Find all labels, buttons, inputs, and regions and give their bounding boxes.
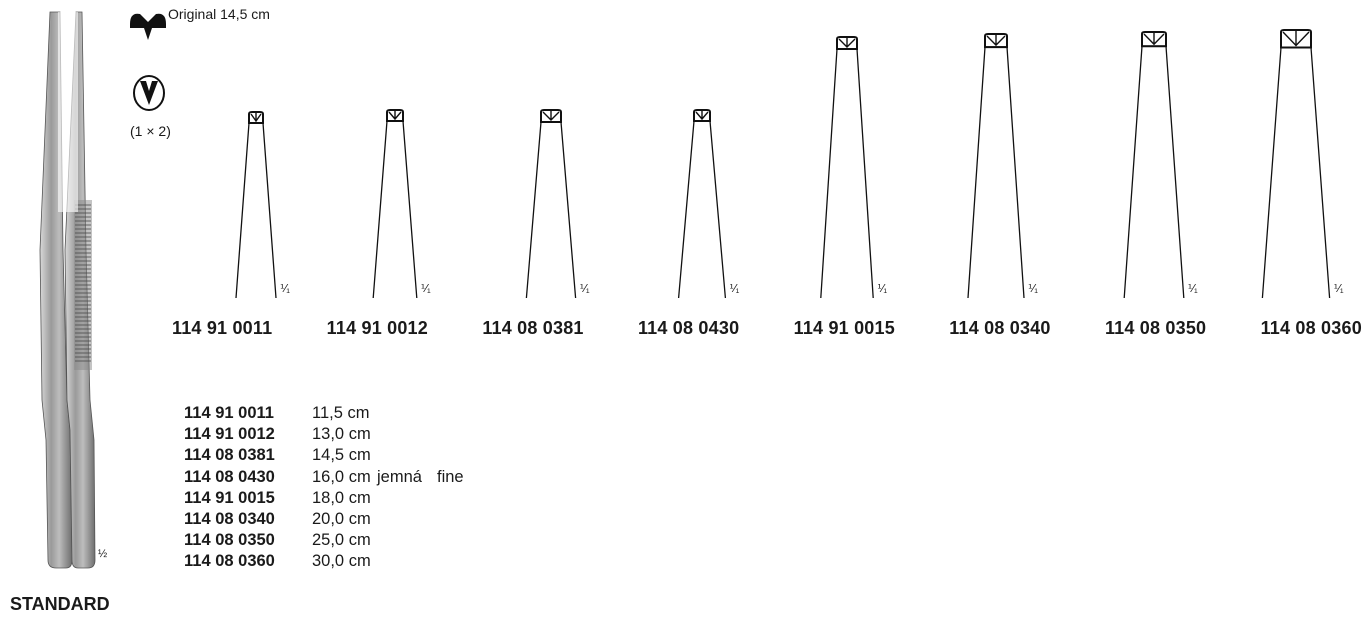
spec-code: 114 91 0011 xyxy=(184,404,274,422)
tip-scale-label: ⅟₁ xyxy=(877,283,888,295)
spec-code: 114 08 0350 xyxy=(184,531,275,550)
tip-scale-label: ⅟₁ xyxy=(280,283,290,295)
spec-row: 114 08 0360 30,0 cm xyxy=(184,551,464,572)
tip-outline xyxy=(372,109,418,299)
spec-row: 114 91 0015 18,0 cm xyxy=(184,488,464,509)
tip-outline xyxy=(1123,31,1185,299)
tip-scale-label: ⅟₁ xyxy=(1028,283,1038,295)
spec-row: 114 08 0350 25,0 cm xyxy=(184,530,464,551)
spec-code: 114 91 0012 xyxy=(184,425,275,444)
spec-length: 30,0 cm xyxy=(312,552,371,571)
tip-scale-label: ⅟₁ xyxy=(579,283,590,295)
tip-scale-label: ⅟₁ xyxy=(729,283,740,295)
spec-length: 18,0 cm xyxy=(312,488,371,507)
spec-code: 114 08 0360 xyxy=(184,552,275,571)
teeth-label: (1 × 2) xyxy=(130,123,171,139)
tip-outline xyxy=(820,36,874,299)
spec-code: 114 08 0430 xyxy=(184,467,275,486)
tip-code: 114 08 0381 xyxy=(482,318,584,338)
spec-length: 16,0 cm xyxy=(312,467,371,486)
spec-row: 114 91 0011 11,5 cm xyxy=(184,403,464,424)
tip-code: 114 91 0011 xyxy=(172,318,273,338)
forceps-illustration xyxy=(39,11,96,569)
tip-outline xyxy=(967,33,1025,299)
spec-length: 20,0 cm xyxy=(312,510,371,529)
spec-note-en: fine xyxy=(437,467,464,486)
spec-code: 114 91 0015 xyxy=(184,488,275,507)
tip-code-row: 114 91 0011 114 91 0012 114 08 0381 114 … xyxy=(172,318,1362,339)
tip-scale-label: ⅟₁ xyxy=(1187,283,1198,295)
tip-scale-label: ⅟₁ xyxy=(420,283,431,295)
spec-length: 11,5 cm xyxy=(312,404,370,422)
tip-code: 114 08 0360 xyxy=(1260,318,1362,338)
tip-outline xyxy=(235,111,277,299)
tip-code: 114 91 0012 xyxy=(326,318,428,338)
spec-row: 114 91 0012 13,0 cm xyxy=(184,424,464,445)
spec-length: 13,0 cm xyxy=(312,425,371,444)
tip-code: 114 08 0430 xyxy=(637,318,740,338)
spec-note-cz: jemná xyxy=(377,467,422,486)
tip-outline xyxy=(1261,29,1331,299)
tip-code: 114 08 0340 xyxy=(949,318,1051,338)
spec-row: 114 08 0430 16,0 cm jemná fine xyxy=(184,467,464,488)
spec-table: 114 91 0011 11,5 cm 114 91 0012 13,0 cm … xyxy=(184,403,464,573)
category-label: STANDARD xyxy=(10,594,110,614)
tip-outline xyxy=(677,109,727,299)
spec-code: 114 08 0340 xyxy=(184,510,275,529)
tip-shape-icon xyxy=(130,13,166,40)
spec-length: 25,0 cm xyxy=(312,531,371,550)
spec-code: 114 08 0381 xyxy=(184,446,275,465)
original-length-label: Original 14,5 cm xyxy=(168,6,270,22)
tip-outline xyxy=(525,109,577,299)
teeth-icon xyxy=(133,75,165,111)
forceps-scale-label: ½ xyxy=(98,548,108,560)
spec-row: 114 08 0381 14,5 cm xyxy=(184,445,464,466)
tip-code: 114 08 0350 xyxy=(1104,318,1207,338)
spec-length: 14,5 cm xyxy=(312,446,371,465)
tip-code: 114 91 0015 xyxy=(793,318,895,338)
spec-row: 114 08 0340 20,0 cm xyxy=(184,509,464,530)
tip-scale-label: ⅟₁ xyxy=(1333,283,1344,295)
